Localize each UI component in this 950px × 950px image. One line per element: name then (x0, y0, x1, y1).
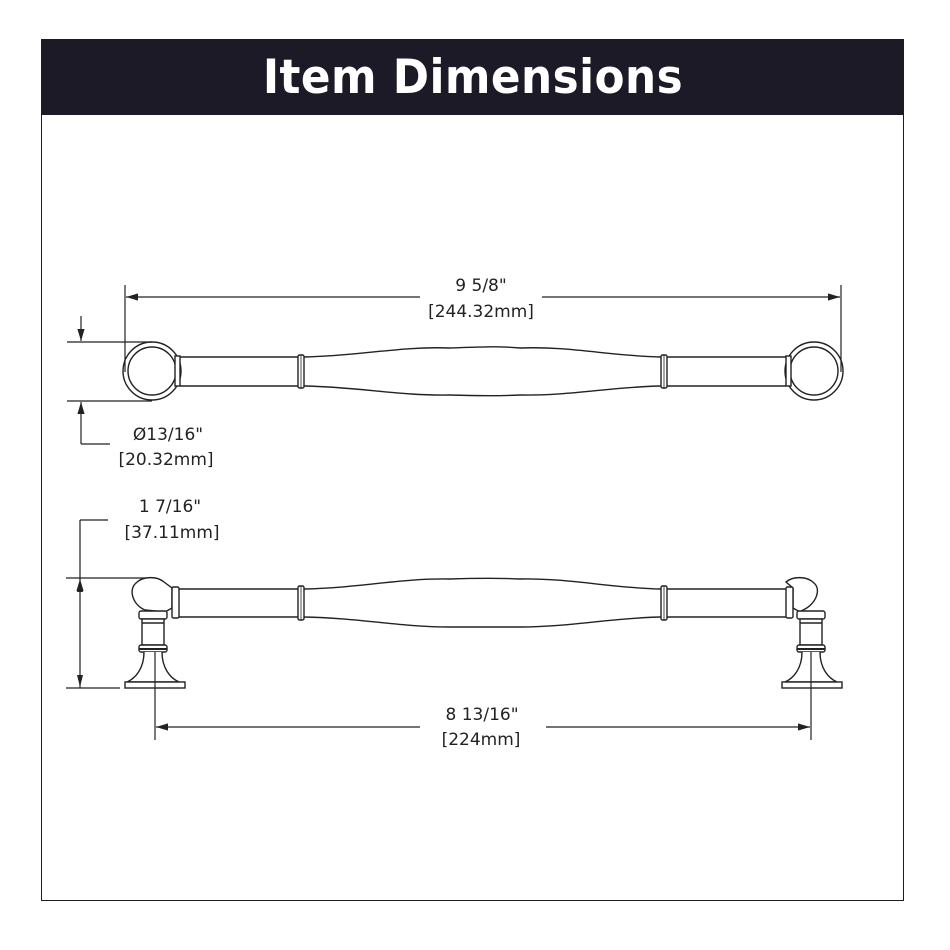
diameter-imperial: Ø13/16" (133, 425, 203, 445)
top-view (67, 285, 844, 445)
center-to-center-metric: [224mm] (442, 730, 521, 750)
grip-bottom-edge (303, 385, 662, 397)
right-end-ring (784, 341, 844, 401)
header-bar: Item Dimensions (41, 39, 904, 115)
left-end-ring (122, 341, 182, 401)
front-grip-top-edge (303, 577, 662, 590)
projection-dimension-lines (66, 519, 150, 689)
overall-length-imperial: 9 5/8" (455, 276, 506, 296)
diameter-dimension-lines (67, 316, 152, 445)
page-title: Item Dimensions (262, 49, 683, 105)
front-grip-bottom-edge (303, 616, 662, 628)
diagram-frame (41, 39, 904, 901)
projection-metric: [37.11mm] (124, 523, 219, 543)
diameter-metric: [20.32mm] (118, 450, 213, 470)
grip-top-edge (303, 346, 662, 358)
overall-length-metric: [244.32mm] (428, 302, 534, 322)
center-to-center-imperial: 8 13/16" (445, 705, 518, 725)
front-view (66, 519, 843, 740)
right-post (781, 576, 843, 689)
projection-imperial: 1 7/16" (139, 497, 201, 517)
